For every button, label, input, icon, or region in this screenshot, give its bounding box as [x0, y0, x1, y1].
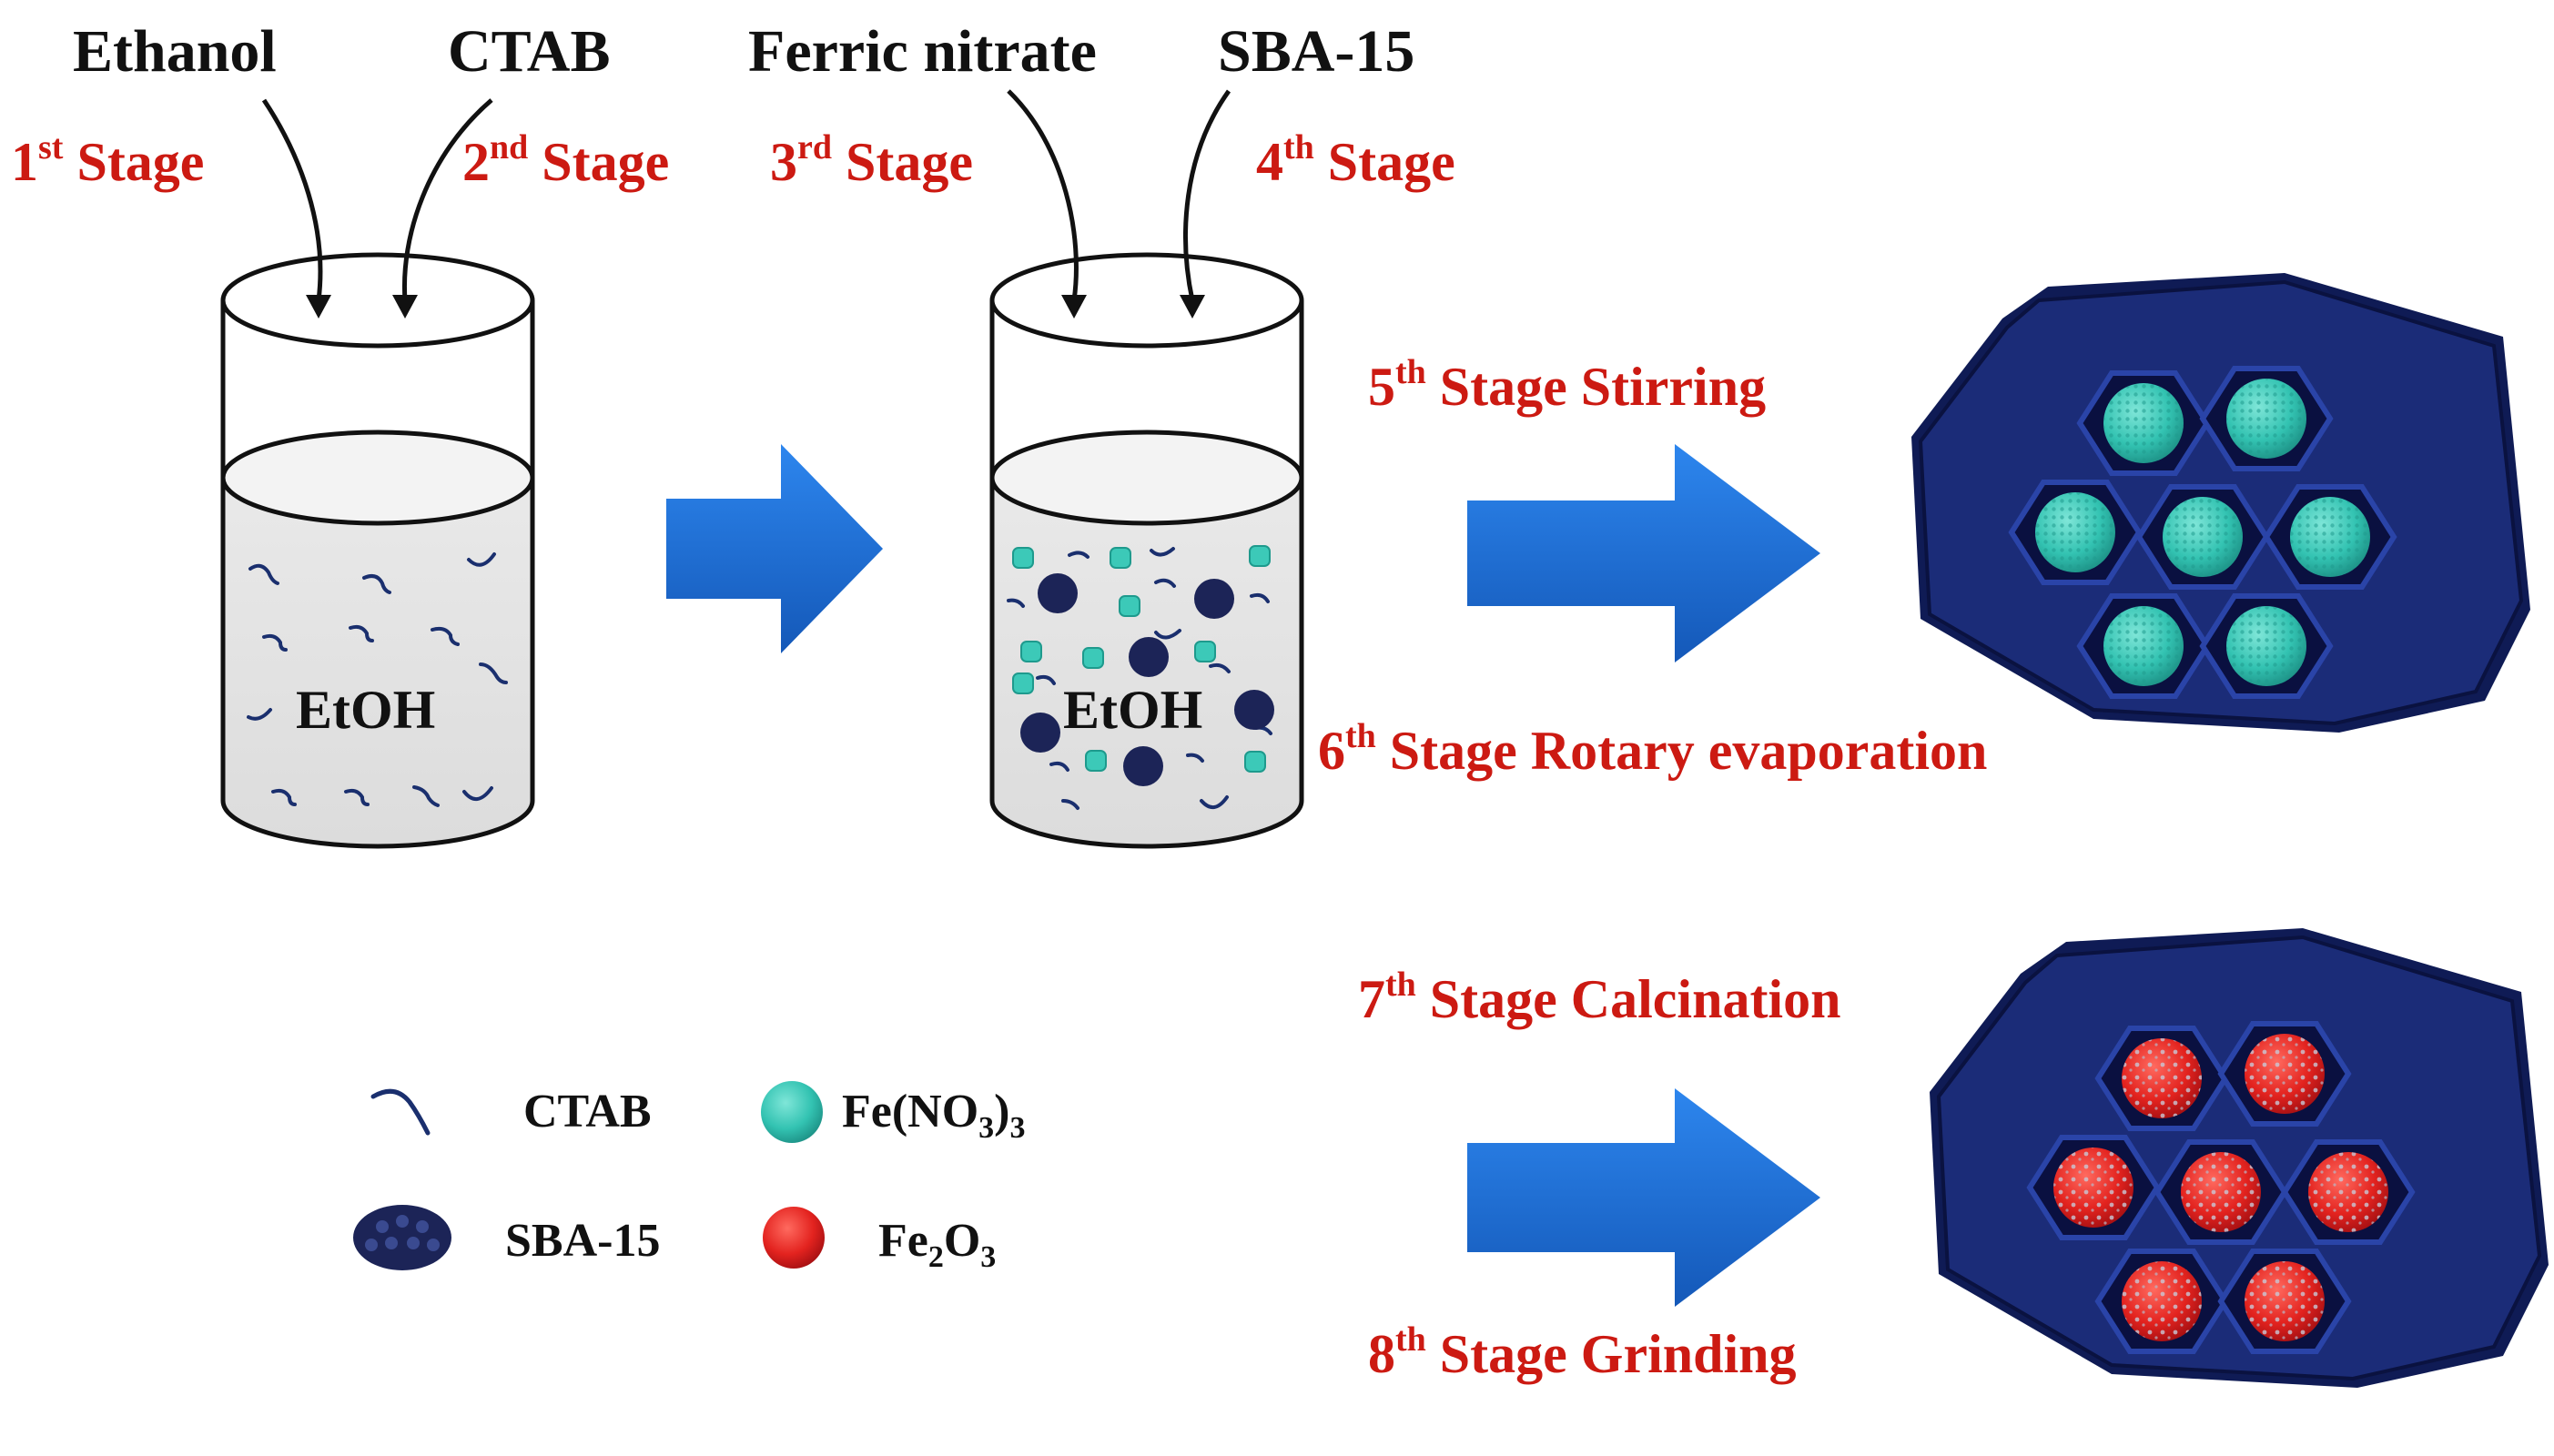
- legend-ctab-swatch: [370, 1088, 431, 1136]
- stage-1-label: 1st Stage: [11, 128, 204, 192]
- process-arrow-3: [1467, 1088, 1820, 1307]
- ctab-molecules-right: [1007, 547, 1272, 810]
- stage-8-label: 8th Stage Grinding: [1368, 1320, 1797, 1384]
- legend-fe2o3-label: Fe2O3: [878, 1215, 996, 1274]
- stage-4-label: 4th Stage: [1256, 128, 1455, 192]
- stage-2-label: 2nd Stage: [462, 128, 669, 192]
- sba15-clusters-right: [1020, 573, 1274, 786]
- beaker-left: EtOH: [220, 252, 535, 849]
- arrow-ctab: [401, 98, 493, 301]
- beaker-right: EtOH: [989, 252, 1304, 849]
- legend: CTAB Fe(NO3)3 SBA-15 Fe2O3: [353, 1081, 1026, 1274]
- beaker-right-label: EtOH: [1063, 680, 1202, 740]
- arrow-sba15: [1183, 89, 1231, 301]
- input-arrows: [261, 89, 1231, 301]
- input-arrowheads: [306, 295, 1205, 318]
- arrow-ethanol: [261, 98, 323, 301]
- legend-fe-no3-label: Fe(NO3)3: [842, 1086, 1026, 1145]
- stage-7-label: 7th Stage Calcination: [1358, 966, 1840, 1029]
- label-ctab: CTAB: [448, 18, 610, 85]
- label-ethanol: Ethanol: [73, 18, 277, 85]
- ctab-molecules-left: [247, 552, 508, 807]
- legend-ctab-label: CTAB: [523, 1086, 652, 1138]
- sba15-framework-fe2o3: [1930, 928, 2549, 1388]
- sba15-framework-fe-no3: [1911, 273, 2530, 733]
- arrow-ferric: [1007, 89, 1079, 301]
- stage-3-label: 3rd Stage: [770, 128, 973, 192]
- stage-6-label: 6th Stage Rotary evaporation: [1318, 717, 1987, 781]
- legend-fe2o3-swatch: [763, 1207, 825, 1269]
- beaker-left-label: EtOH: [296, 680, 435, 740]
- fe-no3-particles-right: [1012, 545, 1271, 773]
- stage-5-label: 5th Stage Stirring: [1368, 353, 1766, 417]
- fe2o3-in-pores: [2053, 1034, 2388, 1341]
- legend-sba15-swatch: [353, 1205, 451, 1270]
- fe-no3-in-pores: [2035, 379, 2370, 686]
- legend-sba15-label: SBA-15: [505, 1215, 660, 1267]
- process-arrow-2: [1467, 444, 1820, 662]
- label-ferric-nitrate: Ferric nitrate: [748, 18, 1097, 85]
- legend-fe-no3-swatch: [761, 1081, 823, 1143]
- label-sba15: SBA-15: [1218, 18, 1414, 85]
- process-arrow-1: [666, 444, 883, 653]
